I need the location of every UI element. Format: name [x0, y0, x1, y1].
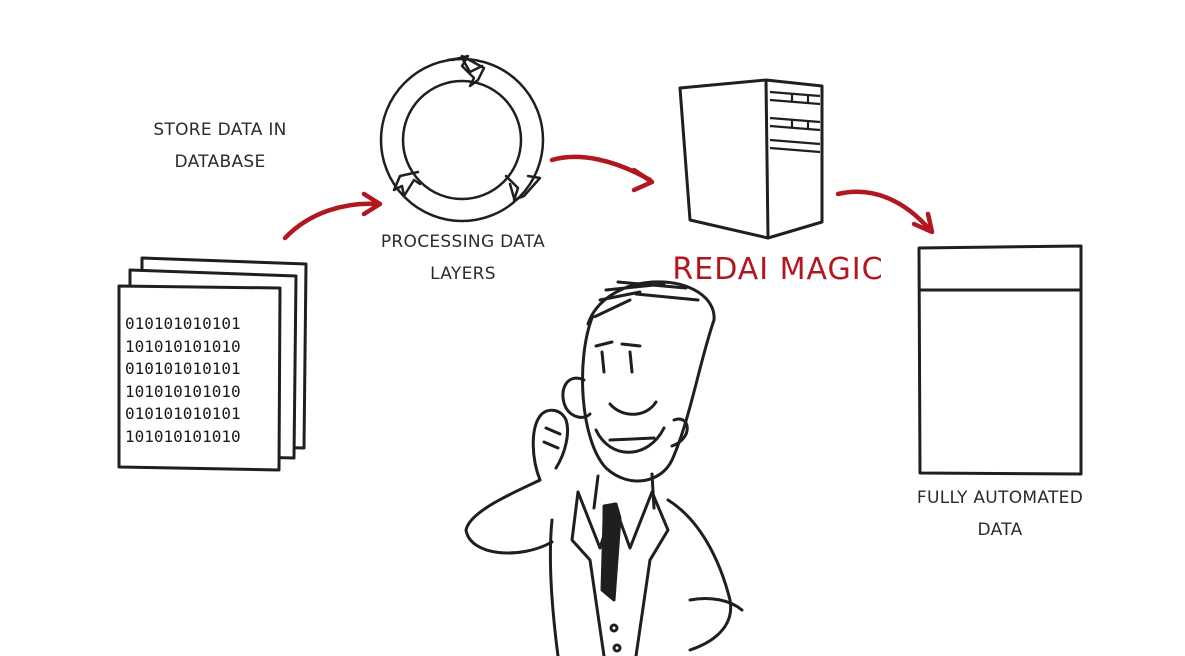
automated-data-label-line-1: FULLY AUTOMATED [916, 488, 1084, 508]
cycle-arrows-icon [379, 54, 545, 223]
store-data-label: STORE DATA IN DATABASE [110, 114, 330, 178]
binary-data-text: 010101010101 101010101010 010101010101 1… [125, 313, 275, 448]
binary-line-2: 101010101010 [125, 336, 241, 356]
processing-label: PROCESSING DATA LAYERS [353, 226, 573, 290]
arrow-server-to-report [835, 189, 933, 233]
binary-line-3: 010101010101 [125, 359, 241, 378]
store-data-label-line-1: STORE DATA IN [153, 120, 287, 140]
flow-arrows [282, 154, 935, 241]
automated-data-label: FULLY AUTOMATED DATA [890, 482, 1110, 546]
binary-line-4: 101010101010 [125, 381, 241, 401]
server-tower-icon [678, 78, 824, 240]
processing-label-line-2: LAYERS [430, 264, 496, 284]
processing-label-line-1: PROCESSING DATA [380, 232, 546, 252]
redai-magic-label: REDAI MAGIC [672, 252, 884, 287]
binary-line-5: 010101010101 [125, 404, 241, 423]
report-panel-icon [917, 244, 1083, 476]
businessman-illustration [464, 280, 744, 656]
documents-icon [117, 256, 308, 472]
automated-data-label-line-2: DATA [977, 520, 1023, 540]
binary-line-6: 101010101010 [125, 426, 241, 446]
binary-line-1: 010101010101 [125, 314, 241, 333]
store-data-label-line-2: DATABASE [174, 152, 266, 172]
arrow-documents-to-processing [282, 201, 381, 241]
